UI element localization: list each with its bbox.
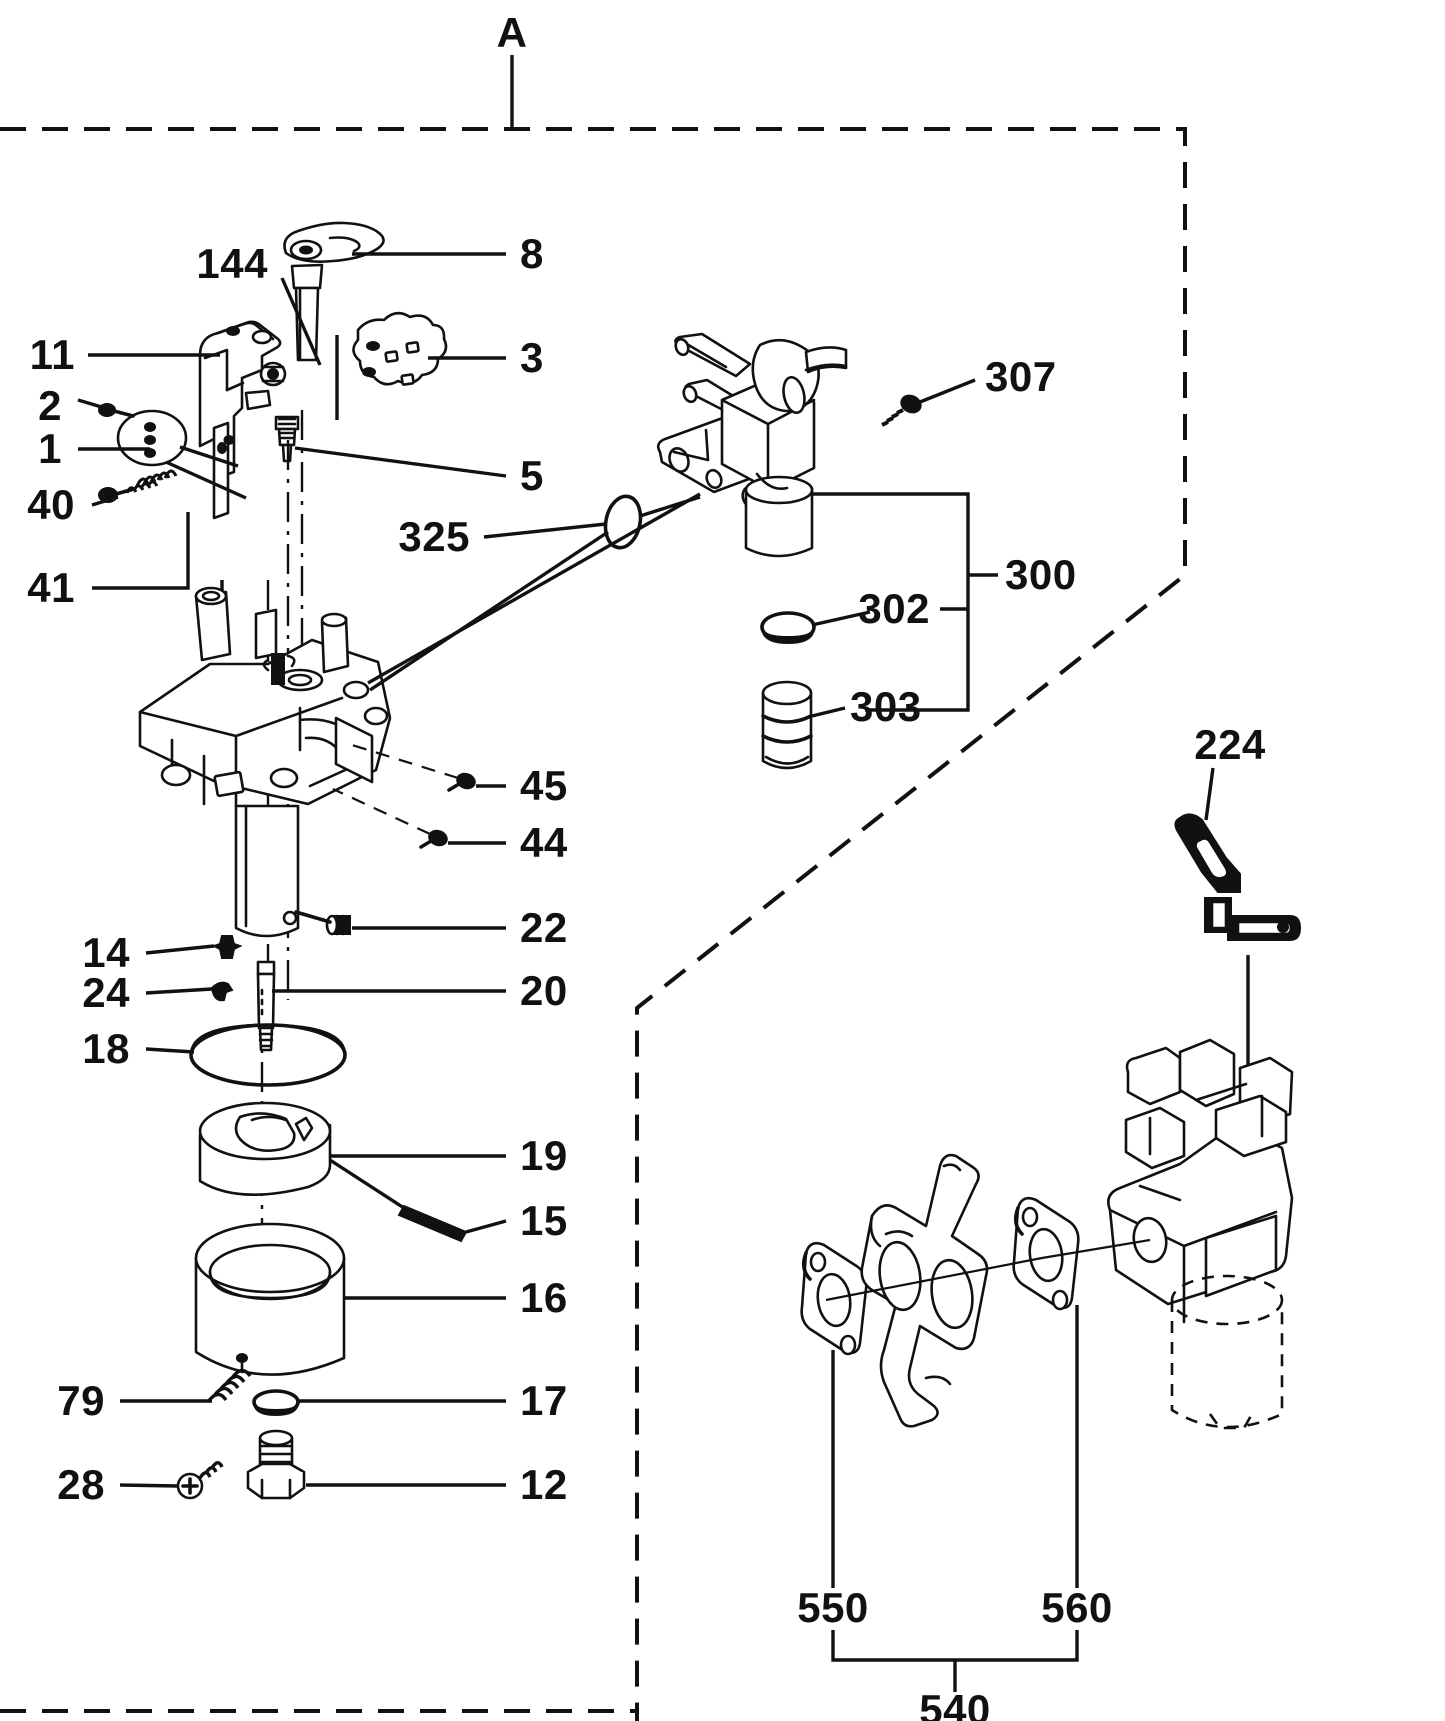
callout-16: 16 xyxy=(520,1274,568,1321)
part-19-float xyxy=(198,1101,332,1196)
callout-24: 24 xyxy=(82,969,130,1016)
part-307-screw xyxy=(881,394,922,427)
callout-17: 17 xyxy=(520,1377,568,1424)
part-1-choke-plate xyxy=(116,409,188,467)
callout-A: A xyxy=(496,9,528,56)
callout-15: 15 xyxy=(520,1197,568,1244)
callout-1: 1 xyxy=(38,425,62,472)
assembly-axis-line xyxy=(825,1238,1151,1302)
part-45-jet xyxy=(447,772,476,792)
part-303-filter-cup xyxy=(761,680,813,770)
callout-325: 325 xyxy=(398,513,470,560)
callout-44: 44 xyxy=(520,819,568,866)
callout-19: 19 xyxy=(520,1132,568,1179)
part-300-fuel-valve-assembly xyxy=(656,332,848,558)
leader-dashed-45-44 xyxy=(332,743,459,835)
callout-303: 303 xyxy=(850,683,922,730)
callout-28: 28 xyxy=(57,1461,105,1508)
callout-11: 11 xyxy=(29,331,75,378)
part-2-screw xyxy=(98,403,135,418)
callout-3: 3 xyxy=(520,334,544,381)
callout-5: 5 xyxy=(520,452,544,499)
callout-45: 45 xyxy=(520,762,568,809)
callout-41: 41 xyxy=(27,564,75,611)
part-28-screw xyxy=(176,1461,224,1500)
part-16-float-bowl xyxy=(194,1222,346,1376)
callout-2: 2 xyxy=(38,382,62,429)
part-24-clip xyxy=(210,981,234,1002)
assembled-carburetor xyxy=(1107,1038,1294,1430)
part-144-nut xyxy=(259,361,287,387)
callout-18: 18 xyxy=(82,1025,130,1072)
callout-22: 22 xyxy=(520,904,568,951)
callout-550: 550 xyxy=(797,1584,869,1631)
callout-300: 300 xyxy=(1005,551,1077,598)
part-20-main-jet xyxy=(256,960,276,1052)
part-14-clip xyxy=(211,935,243,959)
callout-302: 302 xyxy=(858,585,930,632)
part-79-spring xyxy=(206,1360,252,1404)
callout-144: 144 xyxy=(196,240,268,287)
callout-540: 540 xyxy=(919,1686,991,1721)
callout-79: 79 xyxy=(57,1377,105,1424)
part-18-bowl-gasket xyxy=(189,1023,347,1087)
part-560-gasket xyxy=(1012,1196,1080,1311)
part-224-governor-lever xyxy=(1174,813,1302,941)
part-12-bowl-bolt xyxy=(246,1429,306,1500)
group-bracket-300 xyxy=(812,492,998,712)
part-15-float-pin xyxy=(397,1204,468,1243)
callout-12: 12 xyxy=(520,1461,568,1508)
intake-manifold xyxy=(860,1153,989,1428)
leader-lines xyxy=(77,252,1250,1488)
part-3-throttle-plate xyxy=(352,311,448,386)
callout-20: 20 xyxy=(520,967,568,1014)
carburetor-main-body xyxy=(138,586,392,808)
part-302-gasket xyxy=(760,611,816,645)
callout-14: 14 xyxy=(82,929,130,976)
part-11-lever-bracket xyxy=(198,320,282,520)
part-325-o-ring xyxy=(603,494,643,550)
part-40-screw-spring xyxy=(98,469,178,503)
carburetor-bowl-neck xyxy=(234,804,300,938)
group-bracket-540 xyxy=(831,1305,1079,1692)
part-17-washer xyxy=(252,1389,300,1417)
callout-8: 8 xyxy=(520,230,544,277)
callout-40: 40 xyxy=(27,481,75,528)
part-22-drain-screw xyxy=(294,910,351,936)
section-a-boundary xyxy=(0,55,1187,1721)
callout-560: 560 xyxy=(1041,1584,1113,1631)
callout-307: 307 xyxy=(985,353,1057,400)
callout-224: 224 xyxy=(1194,721,1266,768)
